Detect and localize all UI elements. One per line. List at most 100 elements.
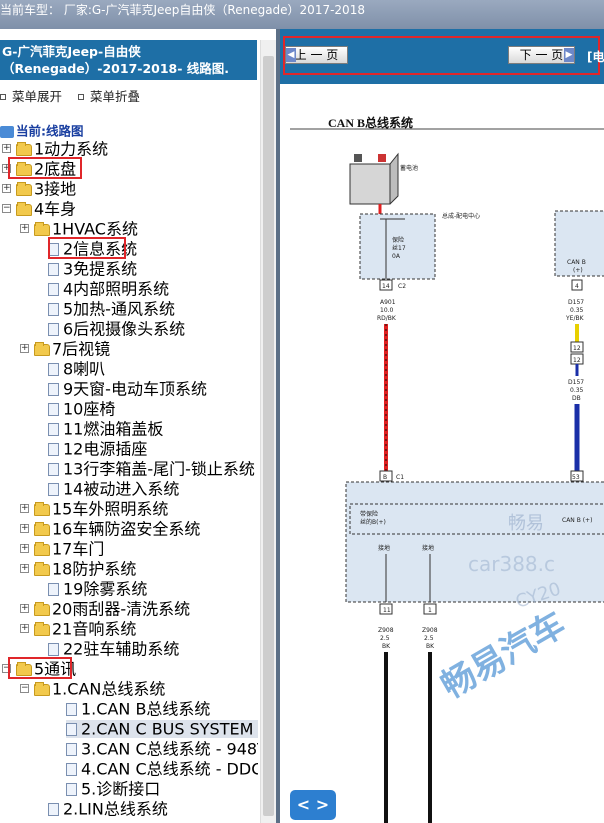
scrollbar-thumb[interactable]	[263, 56, 274, 816]
document-icon	[66, 763, 77, 776]
pin-4: 4	[575, 283, 579, 290]
document-icon	[66, 723, 77, 736]
tree-folder-item[interactable]: +18防护系统	[20, 560, 136, 578]
tree-folder-item[interactable]: +7后视镜	[20, 340, 110, 358]
tree-doc-item[interactable]: 12电源插座	[48, 440, 147, 458]
tree-folder-item[interactable]: +2底盘	[2, 160, 76, 178]
ground-label-2: 接地	[422, 544, 434, 552]
tree-doc-item[interactable]: 8喇叭	[48, 360, 105, 378]
folder-icon	[16, 161, 32, 176]
tree-folder-item[interactable]: −5通讯	[2, 660, 76, 678]
tree-item-label: 15车外照明系统	[52, 499, 169, 519]
expand-toggle-icon[interactable]: +	[20, 503, 29, 513]
tree-scrollbar[interactable]	[260, 40, 276, 823]
expand-toggle-icon[interactable]: +	[20, 343, 29, 353]
tree-doc-item[interactable]: 4内部照明系统	[48, 280, 169, 298]
navigation-panel: G-广汽菲克Jeep-自由侠 （Renegade）-2017-2018- 线路图…	[0, 40, 258, 823]
tree-doc-item[interactable]: 2.CAN C BUS SYSTEM - C635	[66, 720, 258, 738]
panel-header: G-广汽菲克Jeep-自由侠 （Renegade）-2017-2018- 线路图…	[0, 40, 257, 80]
collapse-toggle-icon[interactable]: −	[20, 683, 29, 693]
document-icon	[48, 483, 59, 496]
expand-icon	[0, 94, 6, 100]
pin-11: 11	[383, 607, 391, 614]
document-icon	[48, 583, 59, 596]
tree-doc-item[interactable]: 4.CAN C总线系统 - DDCT	[66, 760, 258, 778]
tree-doc-item[interactable]: 10座椅	[48, 400, 115, 418]
tree-folder-item[interactable]: +3接地	[2, 179, 77, 199]
page-toggle-button[interactable]: < >	[290, 790, 336, 820]
collapse-toggle-icon[interactable]: −	[2, 203, 11, 213]
tree-doc-item[interactable]: 5加热-通风系统	[48, 300, 175, 318]
folder-icon	[34, 541, 50, 556]
expand-toggle-icon[interactable]: +	[2, 143, 11, 153]
tree-doc-item[interactable]: 14被动进入系统	[48, 480, 179, 498]
expand-toggle-icon[interactable]: +	[20, 223, 29, 233]
tree-doc-item[interactable]: 13行李箱盖-尾门-锁止系统	[48, 460, 255, 478]
ground-label-1: 接地	[378, 544, 390, 552]
fuse-text-3: 0A	[392, 253, 401, 260]
expand-toggle-icon[interactable]: +	[20, 603, 29, 613]
collapse-toggle-icon[interactable]: −	[2, 663, 11, 673]
tree-folder-item[interactable]: − 1.CAN总线系统	[20, 679, 166, 699]
module-text-2: 丝的B(+)	[360, 518, 386, 526]
pin-b: B	[383, 474, 387, 481]
car-model-title: 当前车型： 厂家:G-广汽菲克Jeep自由侠（Renegade）2017-201…	[0, 3, 365, 17]
expand-toggle-icon[interactable]: +	[20, 523, 29, 533]
tree-item-label: 1.CAN B总线系统	[81, 699, 211, 719]
folder-icon	[16, 141, 32, 156]
tree-doc-item[interactable]: 3.CAN C总线系统 - 948TE	[66, 740, 258, 758]
tree-item-label: 3接地	[34, 179, 77, 199]
tree-folder-item[interactable]: +15车外照明系统	[20, 499, 169, 519]
document-icon	[66, 743, 77, 756]
wire-z908b-color: BK	[426, 643, 435, 650]
tree-item-label: 17车门	[52, 539, 105, 559]
tree-folder-item[interactable]: +17车门	[20, 539, 105, 559]
tree-doc-item[interactable]: 5.诊断接口	[66, 780, 160, 798]
tree-folder-item[interactable]: +1HVAC系统	[20, 220, 138, 238]
next-page-button[interactable]: 下 一 页 ▶	[508, 46, 575, 64]
expand-toggle-icon[interactable]: +	[20, 563, 29, 573]
tree-doc-item[interactable]: 9天窗-电动车顶系统	[48, 380, 207, 398]
expand-toggle-icon[interactable]: +	[20, 543, 29, 553]
right-arrow-icon: ▶	[564, 48, 574, 62]
tree-folder-item[interactable]: +1动力系统	[2, 140, 108, 158]
tree-folder-item[interactable]: +16车辆防盗安全系统	[20, 520, 200, 538]
tree-item-label: 6后视摄像头系统	[63, 319, 186, 339]
tree-doc-item[interactable]: 2.LIN总线系统	[48, 800, 168, 818]
watermark-4: 畅易汽车	[435, 604, 573, 707]
highlight-box-info	[48, 237, 126, 259]
tree-folder-item[interactable]: +21音响系统	[20, 620, 136, 638]
wire-z908b-id: Z908	[422, 627, 438, 634]
battery-icon	[349, 152, 399, 205]
page-nav-bar: ◀ 上 一 页 下 一 页 ▶ [电	[280, 29, 604, 84]
canb-box-sign: (+)	[573, 267, 583, 274]
panel-divider[interactable]	[276, 29, 280, 823]
document-icon	[66, 783, 77, 796]
expand-toggle-icon[interactable]: +	[2, 183, 11, 193]
tree-folder-item[interactable]: −4车身	[2, 200, 76, 218]
home-icon	[0, 125, 14, 138]
pin-12a: 12	[573, 345, 581, 352]
expand-toggle-icon[interactable]: +	[20, 623, 29, 633]
folder-icon	[34, 681, 50, 696]
tree-root[interactable]: 当前:线路图	[0, 122, 84, 140]
tree-doc-item[interactable]: 11燃油箱盖板	[48, 420, 163, 438]
tree-doc-item[interactable]: 19除雾系统	[48, 580, 147, 598]
document-icon	[48, 443, 59, 456]
tree-doc-item[interactable]: 3免提系统	[48, 260, 137, 278]
pin-14: 14	[382, 283, 390, 290]
tree-folder-item[interactable]: +20雨刮器-清洗系统	[20, 600, 190, 618]
folder-icon	[16, 181, 32, 196]
tree-item-label: 1.CAN总线系统	[52, 679, 166, 699]
tree-doc-item[interactable]: 22驻车辅助系统	[48, 640, 179, 658]
expand-menu-button[interactable]: 菜单展开	[0, 86, 62, 105]
expand-toggle-icon[interactable]: +	[2, 163, 11, 173]
tree-item-label: 3免提系统	[63, 259, 138, 279]
tree-doc-item[interactable]: 1.CAN B总线系统	[66, 700, 210, 718]
diagram-title: CAN B总线系统	[328, 115, 413, 130]
tree-item-label: 12电源插座	[63, 439, 148, 459]
tree-doc-item[interactable]: 6后视摄像头系统	[48, 320, 185, 338]
collapse-menu-button[interactable]: 菜单折叠	[78, 86, 140, 105]
document-icon	[48, 283, 59, 296]
prev-page-button[interactable]: ◀ 上 一 页	[285, 46, 348, 64]
